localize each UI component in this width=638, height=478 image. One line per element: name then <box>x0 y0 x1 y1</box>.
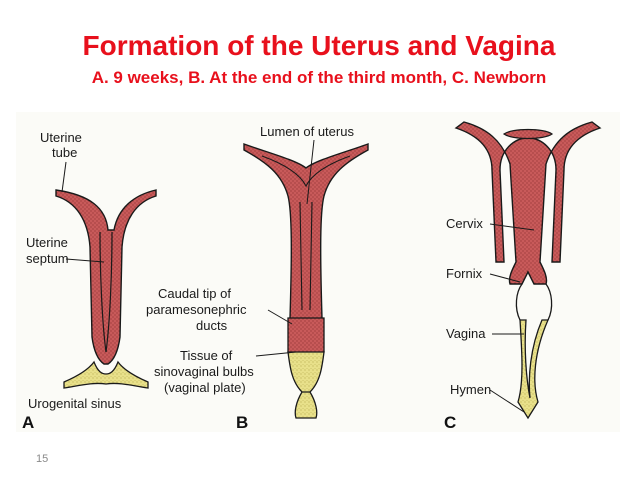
panel-a-uterus <box>55 189 157 365</box>
panel-letter-c: C <box>444 413 456 432</box>
panel-b: Lumen of uterus Caudal tip of paramesone… <box>146 124 369 432</box>
label-lumen-of-uterus: Lumen of uterus <box>260 124 354 139</box>
figure-svg: Uterine tube Uterine septum Urogenital s… <box>22 121 602 432</box>
embryology-figure: Uterine tube Uterine septum Urogenital s… <box>16 112 620 432</box>
slide-title: Formation of the Uterus and Vagina <box>82 30 556 61</box>
slide-subtitle: A. 9 weeks, B. At the end of the third m… <box>91 68 547 87</box>
label-uterine-tube-1: Uterine <box>40 130 82 145</box>
label-vagina: Vagina <box>446 326 486 341</box>
panel-c-uterus <box>454 121 602 285</box>
label-uterine-tube-2: tube <box>52 145 77 160</box>
panel-b-plate <box>287 351 325 419</box>
label-tissue-3: (vaginal plate) <box>164 380 246 395</box>
panel-letter-b: B <box>236 413 248 432</box>
label-fornix: Fornix <box>446 266 483 281</box>
label-uterine-septum-1: Uterine <box>26 235 68 250</box>
panel-a-plate <box>63 360 149 389</box>
page-number: 15 <box>36 453 49 465</box>
panel-c-vagina <box>517 319 549 420</box>
panel-a: Uterine tube Uterine septum Urogenital s… <box>22 130 157 432</box>
panel-letter-a: A <box>22 413 34 432</box>
label-tissue-1: Tissue of <box>180 348 233 363</box>
label-cervix: Cervix <box>446 216 483 231</box>
panel-b-uterus <box>243 143 369 331</box>
panel-c: Cervix Fornix Vagina Hymen C <box>444 121 602 432</box>
label-uterine-septum-2: septum <box>26 251 69 266</box>
label-urogenital-sinus: Urogenital sinus <box>28 396 122 411</box>
label-caudal-2: paramesonephric <box>146 302 247 317</box>
label-hymen: Hymen <box>450 382 491 397</box>
label-caudal-1: Caudal tip of <box>158 286 231 301</box>
label-tissue-2: sinovaginal bulbs <box>154 364 254 379</box>
label-caudal-3: ducts <box>196 318 228 333</box>
